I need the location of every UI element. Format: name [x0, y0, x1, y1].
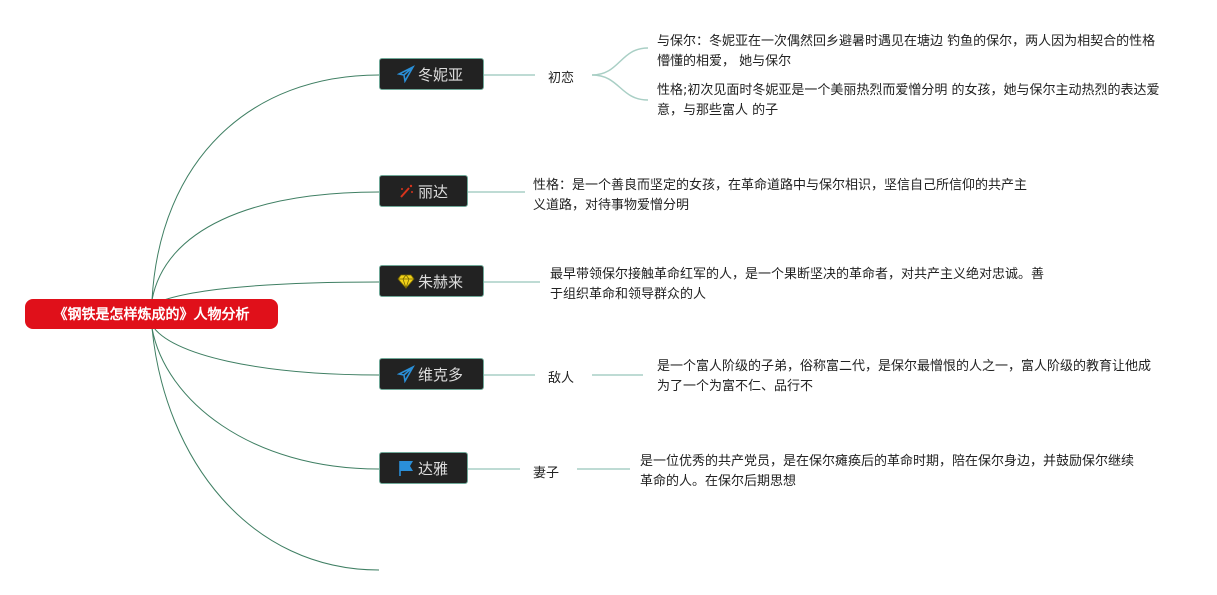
node-label: 达雅	[418, 459, 449, 478]
diamond-icon	[396, 271, 416, 291]
paper-plane-icon	[396, 64, 416, 84]
relation-label: 初恋	[548, 71, 575, 86]
detail-text: 最早带领保尔接触革命红军的人，是一个果断坚决的革命者，对共产主义绝对忠诚。善于组…	[550, 267, 1045, 302]
node-label: 朱赫来	[418, 272, 464, 291]
detail-text: 是一位优秀的共产党员，是在保尔瘫痪后的革命时期，陪在保尔身边，并鼓励保尔继续革命…	[640, 454, 1135, 489]
node-rita[interactable]: 丽达	[379, 175, 468, 207]
relation-label: 敌人	[548, 371, 575, 386]
detail-text: 是一个富人阶级的子弟，俗称富二代，是保尔最憎恨的人之一，富人阶级的教育让他成为了…	[657, 359, 1152, 394]
node-label: 冬妮亚	[418, 65, 464, 84]
paper-plane-icon	[396, 364, 416, 384]
relation-label: 妻子	[533, 466, 560, 481]
branch-line	[151, 74, 380, 301]
node-dayal[interactable]: 达雅	[379, 452, 468, 484]
branch-line	[151, 327, 380, 571]
node-zhukhrai[interactable]: 朱赫来	[379, 265, 484, 297]
branch-line	[151, 324, 380, 376]
root-topic[interactable]: 《钢铁是怎样炼成的》人物分析	[25, 299, 278, 329]
flag-icon	[396, 458, 416, 478]
magic-wand-icon	[396, 181, 416, 201]
node-tonya[interactable]: 冬妮亚	[379, 58, 484, 90]
node-label: 维克多	[418, 365, 464, 384]
node-viktor[interactable]: 维克多	[379, 358, 484, 390]
detail-text: 与保尔：冬妮亚在一次偶然回乡避暑时遇见在塘边 钓鱼的保尔，两人因为相契合的性格懵…	[657, 34, 1156, 69]
detail-text: 性格;初次见面时冬妮亚是一个美丽热烈而爱憎分明 的女孩，她与保尔主动热烈的表达爱…	[657, 83, 1160, 118]
branch-line	[151, 327, 380, 470]
branch-line	[151, 191, 380, 301]
detail-text: 性格：是一个善良而坚定的女孩，在革命道路中与保尔相识，坚信自己所信仰的共产主义道…	[533, 178, 1028, 213]
node-label: 丽达	[418, 182, 449, 201]
